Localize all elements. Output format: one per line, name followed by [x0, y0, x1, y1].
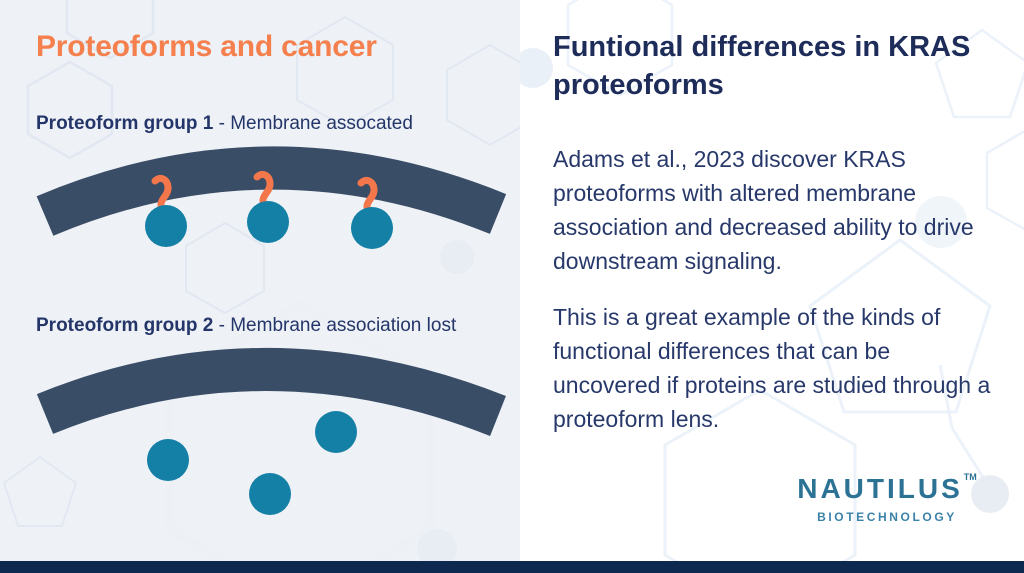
- kras-protein: [315, 411, 357, 453]
- membrane-band: [36, 348, 506, 436]
- membrane-anchor-squiggle: [253, 170, 274, 211]
- hexagon-decoration: [985, 129, 1024, 231]
- kras-protein: [247, 201, 289, 243]
- paragraph-1: Adams et al., 2023 discover KRAS proteof…: [553, 146, 974, 274]
- nautilus-wordmark-text: NAUTILUS: [797, 473, 963, 504]
- kras-protein: [249, 473, 291, 515]
- right-heading: Funtional differences in KRAS proteoform…: [553, 31, 971, 101]
- nautilus-wordmark: NAUTILUSTM: [782, 472, 992, 505]
- kras-protein: [351, 207, 393, 249]
- kras-protein: [145, 205, 187, 247]
- right-panel: Funtional differences in KRAS proteoform…: [520, 0, 1024, 573]
- membrane-anchor-squiggle: [151, 174, 172, 215]
- membrane-band: [36, 146, 507, 236]
- nautilus-subtitle: BIOTECHNOLOGY: [817, 510, 957, 524]
- paragraph-2: This is a great example of the kinds of …: [553, 304, 991, 432]
- group2-label: Proteoform group 2 - Membrane associatio…: [36, 314, 456, 338]
- left-panel: Proteoforms and cancer Proteoform group …: [0, 0, 520, 573]
- hexagon-decoration: [446, 43, 520, 147]
- group2-label-bold: Proteoform group 2: [36, 315, 214, 336]
- dot-decoration: [520, 48, 553, 88]
- membrane-anchor-squiggle: [357, 176, 378, 217]
- group1-label-bold: Proteoform group 1: [36, 113, 214, 134]
- group2-label-rest: - Membrane association lost: [213, 315, 457, 336]
- trademark-symbol: TM: [963, 472, 977, 482]
- membrane-diagram-group2: [36, 348, 506, 515]
- nautilus-logo: NAUTILUSTM BIOTECHNOLOGY: [782, 472, 992, 524]
- bottom-accent-bar: [0, 561, 1024, 573]
- attached-proteins: [145, 170, 393, 249]
- membrane-diagram-group1: [36, 146, 507, 249]
- detached-proteins: [147, 411, 357, 515]
- group1-label-rest: - Membrane assocated: [213, 113, 413, 134]
- kras-protein: [147, 439, 189, 481]
- group1-label: Proteoform group 1 - Membrane assocated: [36, 112, 413, 136]
- left-title: Proteoforms and cancer: [36, 30, 377, 63]
